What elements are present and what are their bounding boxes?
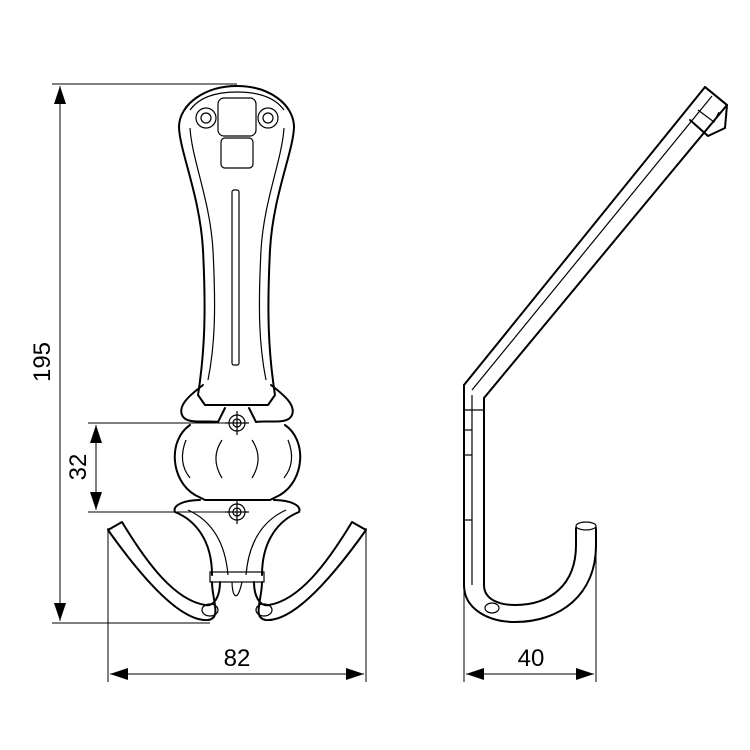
dimension-hole-spacing: 32: [65, 422, 237, 513]
front-head-block: [217, 97, 257, 137]
front-arc-left-outer: [181, 439, 191, 479]
front-screw-left-inner: [200, 112, 212, 124]
dimension-front-width: 82: [107, 528, 367, 682]
front-hook-right-tip: [255, 603, 273, 617]
side-hook-tip: [575, 521, 597, 531]
front-head-plate: [220, 137, 254, 169]
front-view: [107, 85, 367, 622]
front-stem-inner-left: [189, 127, 216, 381]
side-view: [463, 86, 728, 623]
front-screw-right-icon: [257, 107, 279, 129]
front-head-cap: [189, 91, 285, 111]
front-arc-left-inner: [215, 439, 223, 479]
front-arc-right-outer: [283, 439, 293, 479]
side-top-end-detail: [697, 109, 720, 123]
front-screw-left-icon: [195, 107, 217, 129]
side-hook-outer: [463, 527, 597, 623]
side-arm-inner: [471, 95, 713, 391]
dimension-hole-spacing-label: 32: [65, 454, 92, 481]
front-screw-right-inner: [262, 112, 274, 124]
dimension-front-width-label: 82: [224, 645, 251, 672]
side-hook-bend-detail: [484, 602, 500, 614]
front-stem-inner-right: [258, 127, 285, 381]
front-lower-inner-right: [245, 509, 287, 576]
front-stem-slot: [231, 189, 240, 366]
front-shoulder-left: [180, 384, 226, 423]
front-lower-inner-left: [187, 509, 229, 576]
front-shoulder-right: [248, 384, 294, 423]
front-middle-bulb: [173, 424, 302, 501]
dimension-height-label: 195: [29, 342, 56, 382]
dimension-height: 195: [29, 83, 237, 624]
front-body-outline: [178, 85, 295, 406]
side-top-end: [689, 86, 728, 137]
side-hook-inner: [483, 527, 577, 606]
front-lower-wing-right: [261, 499, 301, 576]
front-hook-center: [231, 581, 243, 597]
front-lower-wing-left: [173, 499, 213, 576]
front-neck-band: [209, 571, 265, 583]
dimension-side-depth-label: 40: [518, 645, 545, 672]
front-arc-right-inner: [251, 439, 259, 479]
dimension-side-depth: 40: [463, 548, 597, 682]
front-hook-left-tip: [201, 603, 219, 617]
